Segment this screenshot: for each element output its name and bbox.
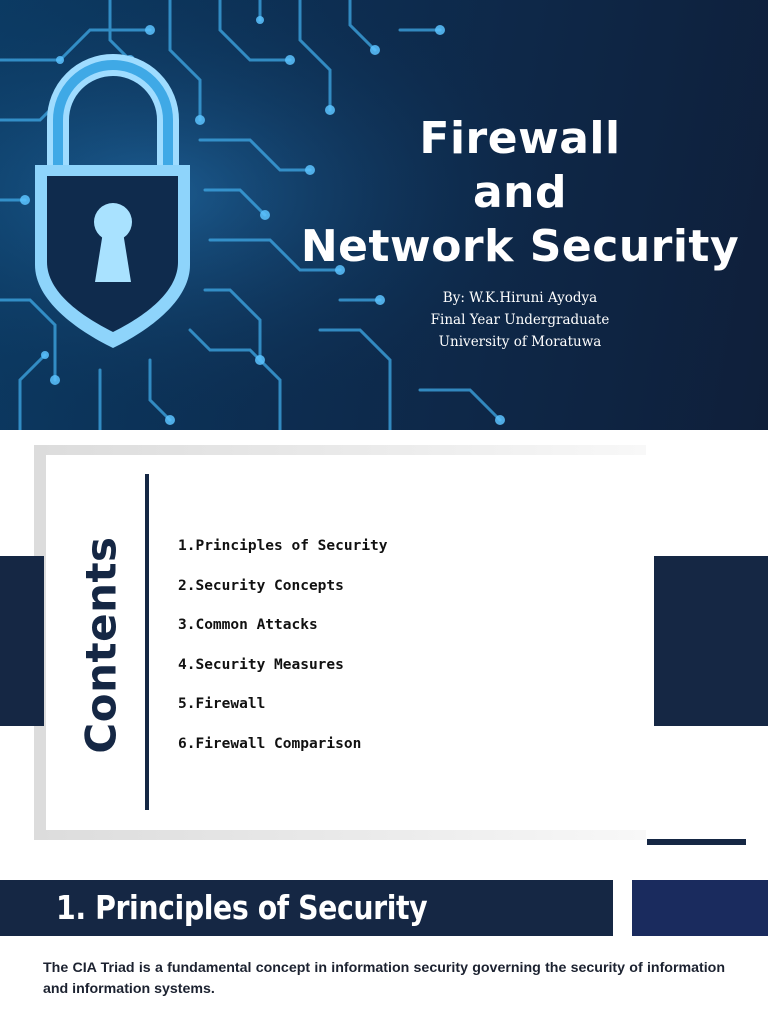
contents-divider — [145, 474, 149, 810]
section-title: 1. Principles of Security — [56, 888, 428, 927]
toc-item[interactable]: 1.Principles of Security — [178, 538, 388, 554]
circuit-background — [0, 0, 768, 430]
decor-block-right — [654, 556, 768, 726]
title-line: Network Security — [300, 221, 740, 272]
document-title: Firewall and Network Security — [300, 112, 740, 274]
decor-bar — [647, 839, 746, 845]
author-info: By: W.K.Hiruni Ayodya Final Year Undergr… — [380, 287, 660, 353]
section-banner — [0, 880, 613, 936]
author-name: By: W.K.Hiruni Ayodya — [442, 290, 598, 306]
section-accent-block — [632, 880, 768, 936]
toc-item[interactable]: 3.Common Attacks — [178, 617, 318, 633]
decor-block-left — [0, 556, 44, 726]
padlock-icon — [35, 54, 190, 348]
title-line: Firewall — [419, 113, 621, 164]
toc-item[interactable]: 6.Firewall Comparison — [178, 735, 362, 752]
section-body-text: The CIA Triad is a fundamental concept i… — [43, 960, 725, 997]
title-line: and — [472, 167, 567, 218]
author-university: University of Moratuwa — [438, 334, 602, 350]
toc-item[interactable]: 4.Security Measures — [178, 656, 344, 673]
toc-item[interactable]: 5.Firewall — [178, 696, 266, 712]
hero-banner: Firewall and Network Security By: W.K.Hi… — [0, 0, 768, 430]
keyhole-icon — [94, 203, 132, 282]
author-role: Final Year Undergraduate — [430, 312, 610, 328]
table-of-contents: 1.Principles of Security 2.Security Conc… — [178, 535, 388, 772]
contents-heading: Contents — [76, 536, 126, 754]
toc-item[interactable]: 2.Security Concepts — [178, 577, 344, 594]
